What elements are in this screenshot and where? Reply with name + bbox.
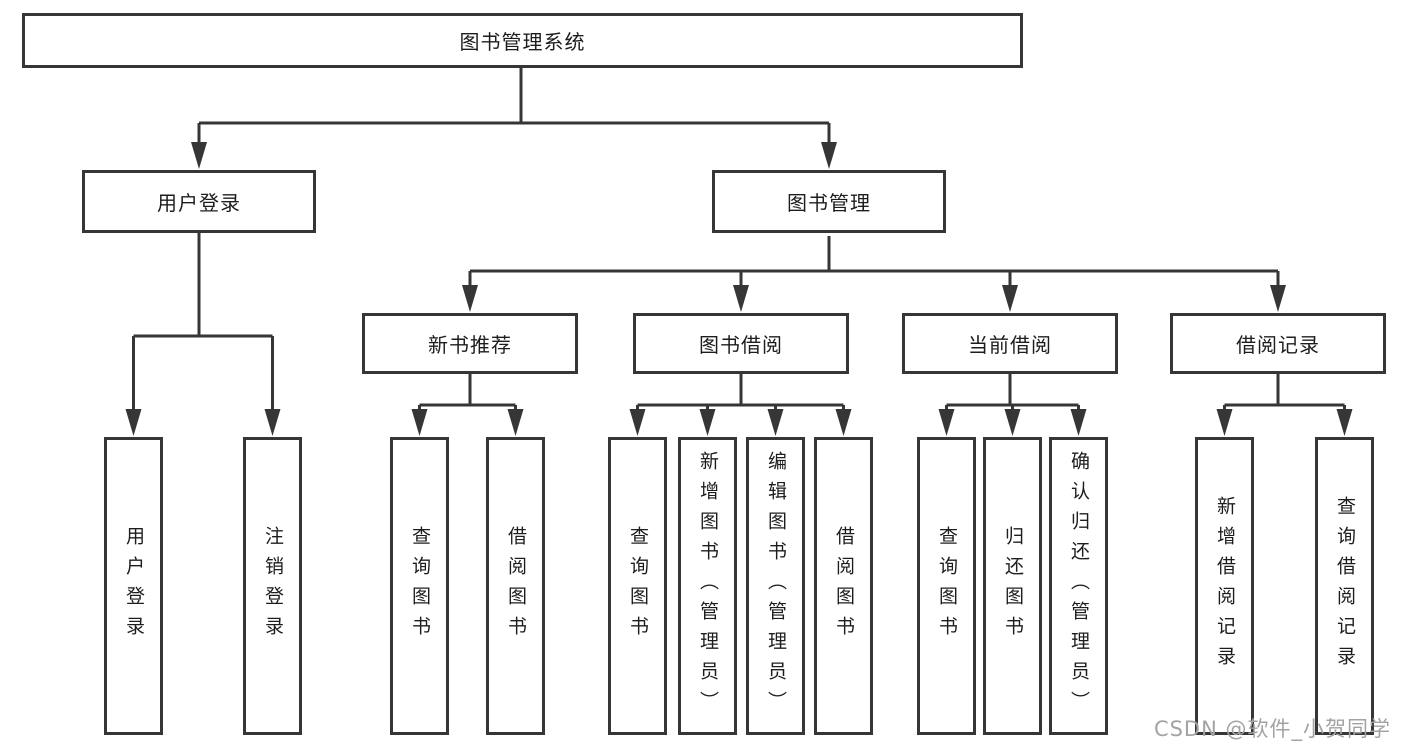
leaf-borrow-books-recommend: 借阅图书 <box>486 437 545 735</box>
node-label: 图书管理系统 <box>459 30 586 54</box>
leaf-query-books-borrow: 查询图书 <box>608 437 667 735</box>
leaf-add-borrow-record: 新增借阅记录 <box>1195 437 1254 735</box>
arrowhead-icons <box>125 142 1353 436</box>
node-book-management: 图书管理 <box>712 170 946 233</box>
node-label: 用户登录 <box>157 191 241 215</box>
connector-elbow-lines <box>132 68 1346 412</box>
leaf-logout: 注销登录 <box>243 437 302 735</box>
node-label: 编辑图书（管理员） <box>765 451 787 721</box>
leaf-confirm-return-admin: 确认归还（管理员） <box>1049 437 1108 735</box>
node-label: 注销登录 <box>262 526 284 646</box>
node-borrowing-records: 借阅记录 <box>1170 313 1386 374</box>
node-label: 用户登录 <box>123 526 145 646</box>
node-book-borrowing: 图书借阅 <box>633 313 849 374</box>
leaf-return-book: 归还图书 <box>983 437 1042 735</box>
node-label: 新书推荐 <box>428 333 512 357</box>
leaf-query-books-recommend: 查询图书 <box>390 437 449 735</box>
leaf-add-book-admin: 新增图书（管理员） <box>678 437 737 735</box>
leaf-borrow-books: 借阅图书 <box>814 437 873 735</box>
node-label: 新增图书（管理员） <box>697 451 719 721</box>
leaf-edit-book-admin: 编辑图书（管理员） <box>746 437 805 735</box>
node-label: 查询图书 <box>627 526 649 646</box>
csdn-watermark: CSDN @软件_小贺同学 <box>1153 717 1391 741</box>
leaf-query-books-current: 查询图书 <box>917 437 976 735</box>
node-label: 归还图书 <box>1002 526 1024 646</box>
node-current-borrowing: 当前借阅 <box>902 313 1118 374</box>
node-label: 借阅图书 <box>505 526 527 646</box>
leaf-query-borrow-record: 查询借阅记录 <box>1315 437 1374 735</box>
node-label: 查询图书 <box>409 526 431 646</box>
node-label: 查询图书 <box>936 526 958 646</box>
node-label: 图书管理 <box>787 191 871 215</box>
node-new-book-recommend: 新书推荐 <box>362 313 578 374</box>
node-label: 查询借阅记录 <box>1334 496 1356 676</box>
node-label: 当前借阅 <box>968 333 1052 357</box>
node-label: 图书借阅 <box>699 333 783 357</box>
node-root-system: 图书管理系统 <box>22 13 1023 68</box>
node-label: 借阅记录 <box>1236 333 1320 357</box>
node-label: 借阅图书 <box>833 526 855 646</box>
node-user-login: 用户登录 <box>82 170 316 233</box>
leaf-user-login: 用户登录 <box>104 437 163 735</box>
node-label: 新增借阅记录 <box>1214 496 1236 676</box>
node-label: 确认归还（管理员） <box>1068 451 1090 721</box>
